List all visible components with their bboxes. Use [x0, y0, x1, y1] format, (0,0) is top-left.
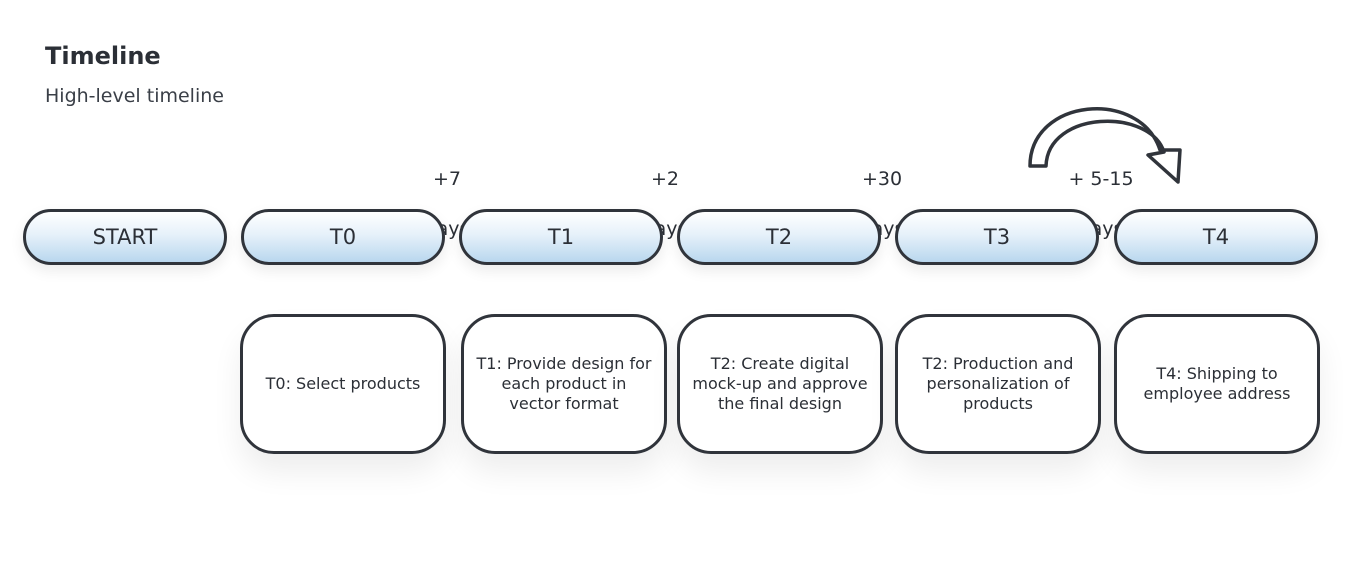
task-box-t2: T2: Create digital mock-up and approve t… — [677, 314, 883, 454]
stage-start: START — [23, 209, 227, 265]
duration-value: +7 — [432, 168, 461, 190]
task-box-t4: T4: Shipping to employee address — [1114, 314, 1320, 454]
task-box-t1: T1: Provide design for each product in v… — [461, 314, 667, 454]
stage-t0: T0 — [241, 209, 445, 265]
curved-arrow-icon — [1028, 107, 1182, 184]
stage-t3: T3 — [895, 209, 1099, 265]
stage-t4: T4 — [1114, 209, 1318, 265]
task-box-t0: T0: Select products — [240, 314, 446, 454]
stage-t2: T2 — [677, 209, 881, 265]
task-box-t3: T2: Production and personalization of pr… — [895, 314, 1101, 454]
duration-value: + 5-15 — [1068, 168, 1134, 190]
stage-t1: T1 — [459, 209, 663, 265]
duration-value: +2 — [650, 168, 679, 190]
page-subtitle: High-level timeline — [45, 85, 224, 107]
duration-value: +30 — [861, 168, 903, 190]
curved-arrow-shape — [1028, 107, 1182, 184]
page-title: Timeline — [45, 42, 161, 70]
